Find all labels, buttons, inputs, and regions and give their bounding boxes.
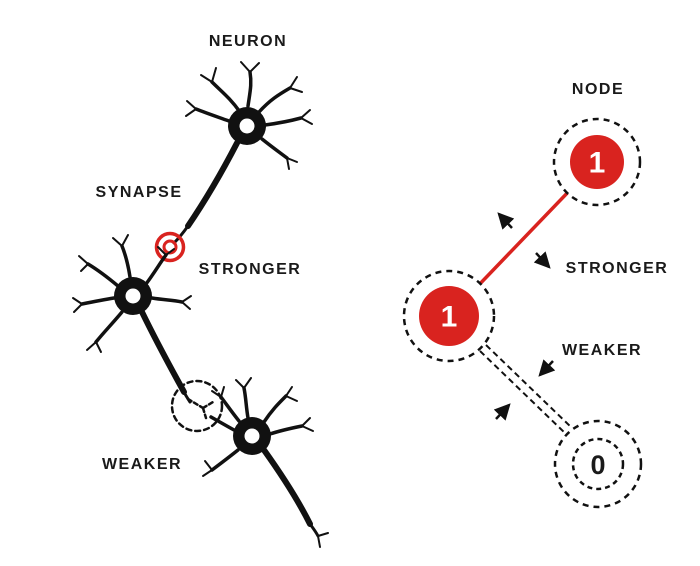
stronger-label-right: STRONGER [565, 260, 669, 277]
node-middle-value: 1 [441, 301, 458, 334]
connection-weaker [479, 344, 573, 435]
weaker-label-right: WEAKER [561, 342, 643, 359]
node-bottom-value: 0 [590, 450, 605, 480]
node-middle: 1 [402, 269, 496, 363]
node-bottom: 0 [553, 419, 643, 509]
weak-synapse-icon [170, 379, 224, 433]
node-title: NODE [571, 81, 625, 98]
weaker-arrows-icon [493, 359, 556, 421]
stronger-arrows-icon [497, 212, 551, 269]
neuron-top [172, 61, 313, 245]
stronger-label-left: STRONGER [198, 261, 302, 278]
neuron-bottom [202, 377, 329, 548]
node-top: 1 [552, 117, 642, 207]
node-top-value: 1 [589, 147, 606, 180]
neuron-middle [72, 234, 192, 404]
weaker-label-left: WEAKER [101, 456, 183, 473]
synapse-label: SYNAPSE [95, 184, 183, 201]
strong-synapse-icon [154, 231, 186, 263]
neuron-title: NEURON [208, 33, 288, 50]
